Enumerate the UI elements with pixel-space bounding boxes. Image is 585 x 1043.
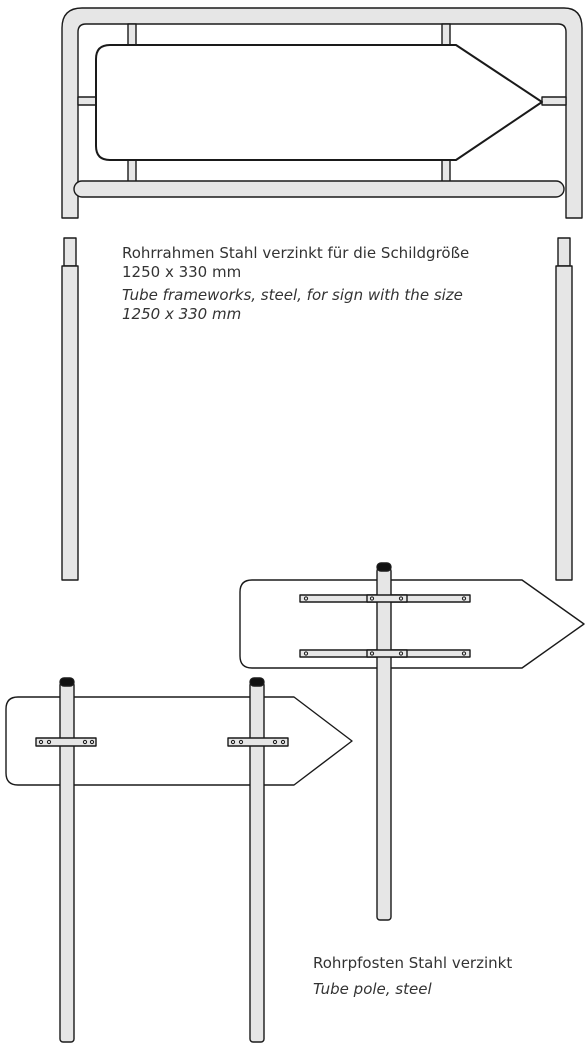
pole-cap-icon [376, 562, 392, 572]
tube-pole [59, 681, 75, 1043]
mounting-clamp [35, 737, 97, 747]
frame-outer-tube [61, 7, 583, 219]
frame-caption-en-line1: Tube frameworks, steel, for sign with th… [122, 286, 463, 304]
clamp-bracket [366, 594, 408, 603]
frame-connector [441, 23, 451, 47]
mounting-clamp [227, 737, 289, 747]
frame-connector [541, 96, 567, 106]
frame-caption-en-line2: 1250 x 330 mm [122, 305, 242, 323]
frame-connector [127, 159, 137, 183]
pole-cap-icon [59, 677, 75, 687]
frame-sign-panel [95, 44, 543, 161]
pole-cap-icon [249, 677, 265, 687]
tube-pole [376, 567, 392, 921]
frame-caption-de-line1: Rohrrahmen Stahl verzinkt für die Schild… [122, 244, 470, 262]
tube-pole [249, 681, 265, 1043]
frame-leg-left [61, 237, 79, 581]
pole-caption-de: Rohrpfosten Stahl verzinkt [313, 954, 513, 972]
double-pole-sign [5, 677, 353, 1043]
frame-connector [441, 159, 451, 183]
frame-connector [77, 96, 97, 106]
frame-caption-de-line2: 1250 x 330 mm [122, 263, 242, 281]
frame-leg-right [555, 237, 573, 581]
pole-caption-en: Tube pole, steel [313, 980, 432, 998]
tube-framework [61, 7, 583, 219]
frame-connector [127, 23, 137, 47]
frame-caption-en: Tube frameworks, steel, for sign with th… [122, 286, 463, 324]
frame-crossbar [73, 180, 565, 198]
frame-caption-de: Rohrrahmen Stahl verzinkt für die Schild… [122, 244, 469, 282]
clamp-bracket [366, 649, 408, 658]
single-pole-sign [239, 562, 585, 921]
sign-panel-left [5, 696, 353, 786]
